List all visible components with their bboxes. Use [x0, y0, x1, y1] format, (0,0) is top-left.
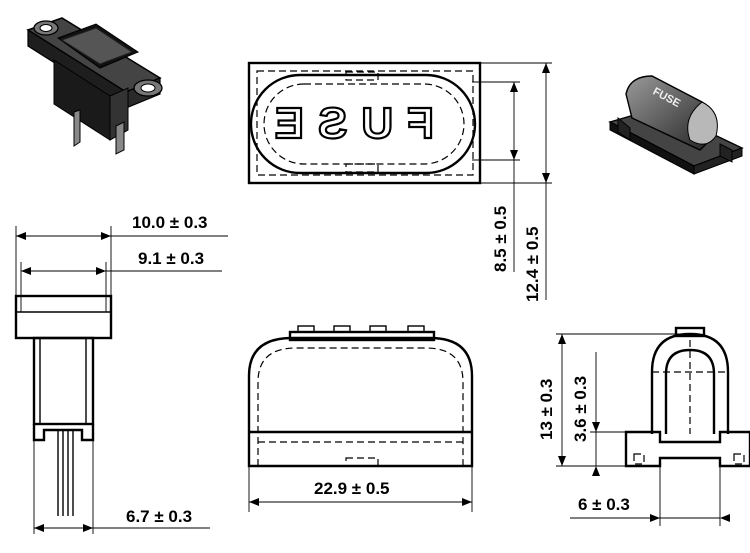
fuse-label: FUSE — [261, 99, 434, 148]
dim-10.0: 10.0 ± 0.3 — [132, 213, 208, 232]
dim-8.5: 8.5 ± 0.5 — [491, 206, 510, 272]
side-view: 10.0 ± 0.3 9.1 ± 0.3 6.7 ± 0.3 — [14, 213, 228, 534]
iso-view-fuse: FUSE — [608, 75, 744, 175]
dim-3.6: 3.6 ± 0.3 — [571, 376, 590, 442]
front-view: 22.9 ± 0.5 — [247, 325, 474, 512]
dim-22.9: 22.9 ± 0.5 — [314, 479, 390, 498]
iso-view-holder — [26, 17, 163, 155]
dim-6: 6 ± 0.3 — [578, 495, 630, 514]
dim-9.1: 9.1 ± 0.3 — [138, 249, 204, 268]
dim-12.4: 12.4 ± 0.5 — [523, 227, 542, 303]
top-view: FUSE 8.5 ± 0.5 12.4 ± 0.5 — [247, 61, 552, 303]
dim-13: 13 ± 0.3 — [537, 379, 556, 440]
dim-6.7: 6.7 ± 0.3 — [126, 507, 192, 526]
end-view: 13 ± 0.3 3.6 ± 0.3 6 ± 0.3 — [537, 326, 750, 526]
